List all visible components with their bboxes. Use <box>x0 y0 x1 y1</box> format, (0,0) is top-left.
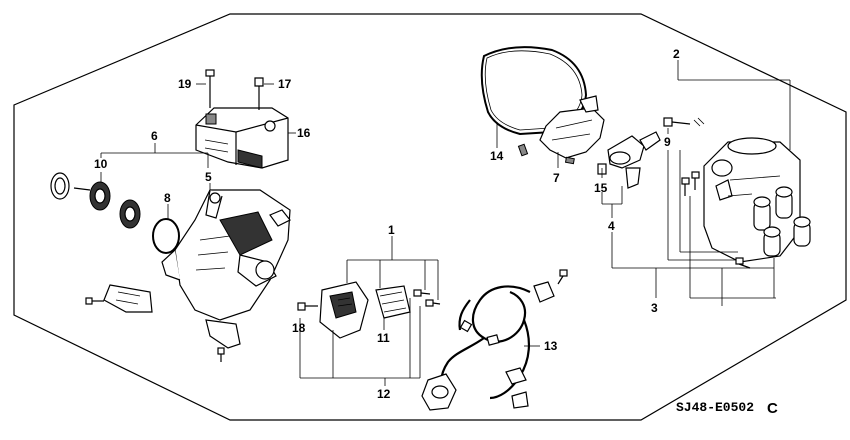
seal-10d[interactable] <box>119 199 141 229</box>
diagram-frame <box>13 13 847 421</box>
cover-7[interactable] <box>517 95 605 165</box>
callout-15: 15 <box>594 181 608 195</box>
callout-8: 8 <box>164 191 171 205</box>
callout-9: 9 <box>664 135 671 149</box>
cap-screws[interactable] <box>681 171 751 269</box>
pin-10b[interactable] <box>73 187 91 191</box>
bracket-bolt-lower[interactable] <box>205 319 241 362</box>
callout-13: 13 <box>544 339 558 353</box>
ignition-coil-16[interactable] <box>195 107 289 169</box>
callout-11: 11 <box>377 331 390 345</box>
distributor-cap-2[interactable] <box>703 137 811 263</box>
rotor-15[interactable] <box>597 131 661 189</box>
callout-18: 18 <box>292 321 306 335</box>
screws-module[interactable] <box>413 289 441 307</box>
wire-harness-13[interactable] <box>421 269 568 411</box>
drawing-code: SJ48-E0502 <box>676 400 754 415</box>
callout-4: 4 <box>608 219 615 233</box>
callout-12: 12 <box>377 387 391 401</box>
callout-19: 19 <box>178 77 192 91</box>
callout-2: 2 <box>673 47 680 61</box>
o-ring-8[interactable] <box>152 218 180 254</box>
callout-5: 5 <box>205 170 212 184</box>
callout-6: 6 <box>151 129 158 143</box>
screw-9[interactable] <box>663 117 705 127</box>
oil-seal-10c[interactable] <box>89 181 111 211</box>
module-12[interactable] <box>319 281 369 339</box>
callout-10: 10 <box>94 157 108 171</box>
callout-1: 1 <box>388 223 395 237</box>
bolt-17[interactable] <box>254 77 264 110</box>
leader-lines <box>100 60 791 386</box>
bracket-bolt-left[interactable] <box>85 284 153 313</box>
distributor-housing-5[interactable] <box>161 189 291 321</box>
callout-labels: 1 2 3 4 5 6 7 8 9 10 11 12 13 14 15 16 1… <box>94 47 680 401</box>
callout-7: 7 <box>553 171 560 185</box>
callout-17: 17 <box>278 77 292 91</box>
o-ring-10a[interactable] <box>50 172 70 200</box>
callout-14: 14 <box>490 149 504 163</box>
callout-16: 16 <box>297 126 311 140</box>
callout-3: 3 <box>651 301 658 315</box>
screw-19[interactable] <box>205 69 215 108</box>
screw-18[interactable] <box>297 302 318 311</box>
igniter-11[interactable] <box>375 285 411 319</box>
drawing-code-suffix: C <box>767 400 778 417</box>
